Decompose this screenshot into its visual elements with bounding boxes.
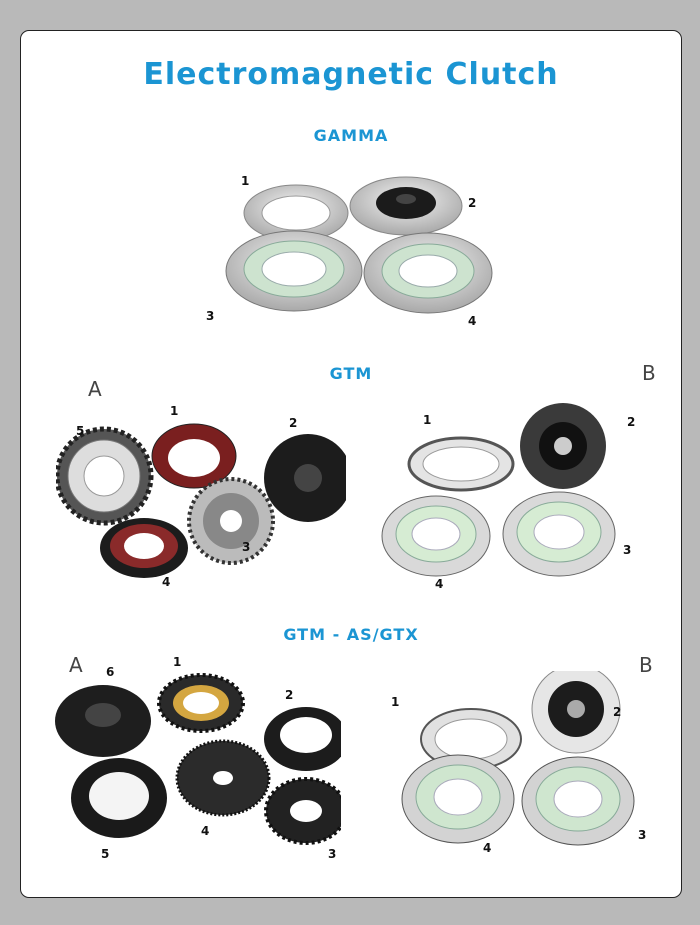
gtm-as-a-label-2: 2 — [285, 688, 294, 702]
gtm-group-b-label: B — [642, 361, 656, 385]
gtm-a-label-3: 3 — [242, 540, 251, 554]
gtm-as-a-label-4: 4 — [201, 824, 210, 838]
gtm-as-b-label-3: 3 — [638, 828, 647, 842]
gtm-as-a-label-5: 5 — [101, 847, 110, 861]
gtm-as-a-illustration — [51, 671, 341, 851]
gtm-b-label-2: 2 — [627, 415, 636, 429]
gtm-as-group-b-label: B — [639, 653, 653, 677]
gtm-as-a-label-1: 1 — [173, 655, 182, 669]
section-heading-gtm-as: GTM - AS/GTX — [283, 625, 419, 644]
gtm-b-label-3: 3 — [623, 543, 632, 557]
gamma-illustration — [206, 171, 496, 331]
gamma-label-2: 2 — [468, 196, 477, 210]
section-heading-gtm: GTM — [329, 364, 373, 383]
gtm-a-label-4: 4 — [162, 575, 171, 589]
gtm-as-b-label-4: 4 — [483, 841, 492, 855]
gtm-b-illustration — [381, 396, 621, 581]
gtm-a-label-1: 1 — [170, 404, 179, 418]
gtm-a-label-5: 5 — [76, 424, 85, 438]
gamma-label-1: 1 — [241, 174, 250, 188]
gtm-as-a-label-3: 3 — [328, 847, 337, 861]
gtm-as-group-a-label: A — [69, 653, 83, 677]
gtm-as-b-illustration — [386, 671, 636, 851]
gtm-group-a-label: A — [88, 377, 102, 401]
gtm-as-a-label-6: 6 — [106, 665, 115, 679]
catalog-card: Electromagnetic Clutch GAMMA — [20, 30, 682, 898]
gtm-b-label-1: 1 — [423, 413, 432, 427]
gtm-as-b-label-2: 2 — [613, 705, 622, 719]
gamma-label-4: 4 — [468, 314, 477, 328]
gtm-a-illustration — [56, 416, 346, 581]
page-title: Electromagnetic Clutch — [143, 57, 559, 92]
section-heading-gamma: GAMMA — [313, 126, 389, 145]
gamma-label-3: 3 — [206, 309, 215, 323]
gtm-as-b-label-1: 1 — [391, 695, 400, 709]
gtm-a-label-2: 2 — [289, 416, 298, 430]
gtm-b-label-4: 4 — [435, 577, 444, 591]
